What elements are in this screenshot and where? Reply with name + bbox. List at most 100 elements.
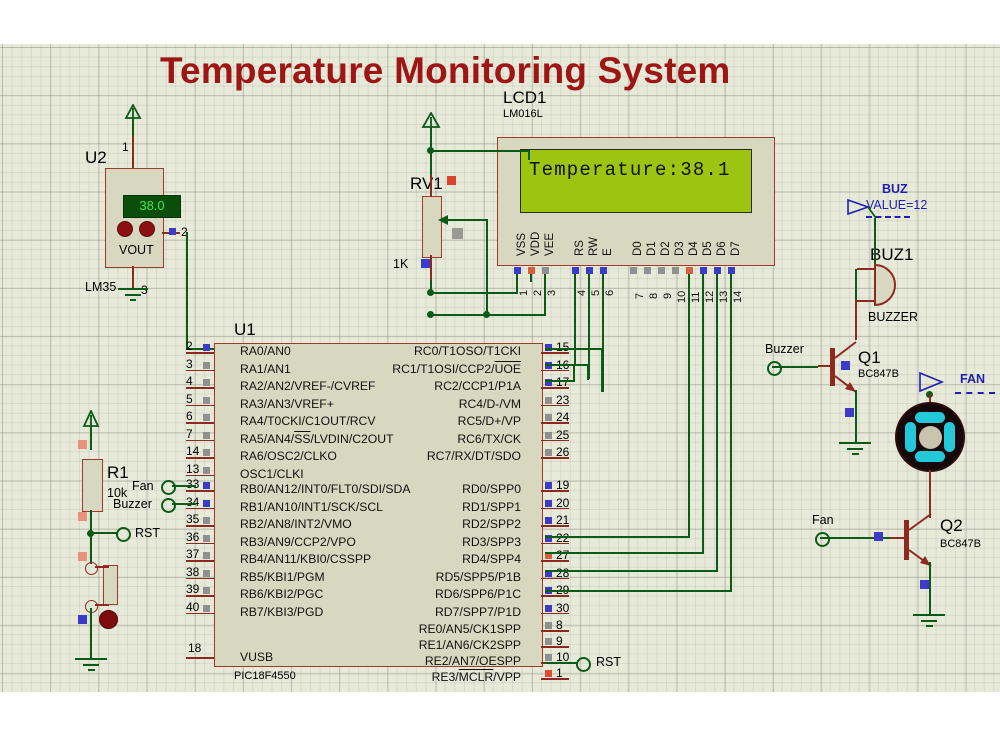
- mcu-pin-marker-24[interactable]: [545, 414, 552, 421]
- lcd-pin-11[interactable]: [686, 267, 693, 274]
- mcu-pin-marker-10[interactable]: [545, 654, 552, 661]
- terminal-fan-left[interactable]: [161, 480, 176, 495]
- mcu-pin-marker-33[interactable]: [203, 482, 210, 489]
- transistor-q1-symbol[interactable]: [812, 340, 872, 404]
- mcu-pinlabel-39: RB6/KBI2/PGC: [240, 587, 324, 601]
- mcu-pin-marker-27[interactable]: [545, 552, 552, 559]
- mcu-pinnum-34: 34: [186, 494, 200, 509]
- mcu-pin-marker-35[interactable]: [203, 517, 210, 524]
- lcd-pin-12[interactable]: [700, 267, 707, 274]
- lcd-pin-5[interactable]: [586, 267, 593, 274]
- reset-button-knob[interactable]: [99, 610, 118, 629]
- mcu-pin-marker-30[interactable]: [545, 604, 552, 612]
- wire-reset-down: [90, 534, 92, 564]
- pot-handle[interactable]: [452, 228, 463, 239]
- mcu-pin-marker-39[interactable]: [203, 587, 210, 594]
- mcu-pinlabel-37: RB4/AN11/KBI0/CSSPP: [240, 552, 372, 566]
- mcu-pin-marker-20[interactable]: [545, 499, 552, 507]
- pic18f4550-body[interactable]: [214, 343, 543, 667]
- mcu-pin-marker-19[interactable]: [545, 482, 552, 489]
- mcu-pin-marker-13[interactable]: [203, 466, 210, 474]
- mcu-pinnum-25: 25: [556, 427, 570, 442]
- mcu-pin-marker-37[interactable]: [203, 552, 210, 559]
- terminal-fan-left-label: Fan: [132, 479, 154, 493]
- lcd-display-text: Temperature:38.1: [529, 159, 731, 181]
- transistor-q2-symbol[interactable]: [886, 510, 946, 578]
- lcd-pin-9[interactable]: [658, 267, 665, 274]
- mcu-pin-marker-17[interactable]: [545, 379, 552, 386]
- terminal-rst-right[interactable]: [576, 657, 591, 672]
- mcu-pinline-27: [541, 560, 569, 562]
- mcu-pinlabel-28: RD5/SPP5/P1B: [435, 569, 521, 584]
- mcu-pin-marker-14[interactable]: [203, 449, 210, 456]
- lm35-decrement-button[interactable]: [117, 221, 133, 237]
- mcu-pin-marker-40[interactable]: [203, 604, 210, 612]
- lm35-increment-button[interactable]: [139, 221, 155, 237]
- lcd-pinlabel-d3: D3: [674, 241, 686, 256]
- mcu-pin-marker-2[interactable]: [203, 344, 210, 351]
- mcu-pin-marker-26[interactable]: [545, 449, 552, 456]
- lcd-pin-2[interactable]: [528, 267, 535, 274]
- mcu-pin-marker-36[interactable]: [203, 534, 210, 542]
- mcu-pin-marker-1[interactable]: [545, 670, 552, 677]
- mcu-pin-marker-28[interactable]: [545, 569, 552, 577]
- mcu-pin-marker-15[interactable]: [545, 344, 552, 351]
- terminal-buzzer-left[interactable]: [161, 498, 176, 513]
- mcu-pin-marker-21[interactable]: [545, 517, 552, 524]
- mcu-pinnum-39: 39: [186, 582, 200, 596]
- lcd-pin-10[interactable]: [672, 267, 679, 274]
- push-button-body[interactable]: [103, 565, 118, 605]
- lcd-pin-8[interactable]: [644, 267, 651, 274]
- mcu-pinnum-7: 7: [186, 426, 193, 441]
- mcu-pinlabel-16: RC1/T1OSI/CCP2/UOE: [392, 361, 521, 376]
- mcu-pin-marker-38[interactable]: [203, 569, 210, 577]
- mcu-pin-marker-22[interactable]: [545, 534, 552, 542]
- mcu-pin-marker-34[interactable]: [203, 499, 210, 507]
- terminal-rst-left[interactable]: [116, 527, 131, 542]
- mcu-pin-marker-9[interactable]: [545, 638, 552, 645]
- probe-marker-fan-icon: [919, 371, 945, 393]
- lcd-pin-4[interactable]: [572, 267, 579, 274]
- wire-rc0-v: [601, 348, 603, 392]
- wire-fan-top: [929, 394, 931, 406]
- lcd-pinnum-12: 12: [704, 290, 716, 303]
- mcu-pinline-25: [541, 439, 569, 442]
- mcu-pin-marker-23[interactable]: [545, 396, 552, 404]
- lcd-pin-14[interactable]: [728, 267, 735, 274]
- lcd-pin-13[interactable]: [714, 267, 721, 274]
- reset-marker: [78, 552, 87, 561]
- mcu-pinlabel-2: RA0/AN0: [240, 344, 291, 358]
- sensor-part-label: LM35: [85, 280, 117, 294]
- mcu-pin-marker-3[interactable]: [203, 361, 210, 369]
- r1-top-marker: [78, 440, 87, 449]
- mcu-pinlabel-3: RA1/AN1: [240, 361, 291, 376]
- mcu-pin-marker-4[interactable]: [203, 379, 210, 386]
- lcd-pin-3[interactable]: [542, 267, 549, 274]
- mcu-pin-marker-25[interactable]: [545, 431, 552, 439]
- fan-motor-symbol[interactable]: [897, 404, 963, 470]
- mcu-pin-marker-6[interactable]: [203, 414, 210, 421]
- mcu-pinlabel-35: RB2/AN8/INT2/VMO: [240, 517, 352, 531]
- lm35-sensor-body[interactable]: 38.0 VOUT: [105, 168, 181, 268]
- mcu-pinnum-19: 19: [556, 478, 570, 492]
- wire-lcd-6: [602, 274, 604, 392]
- lcd-pin-6[interactable]: [600, 267, 607, 274]
- buzzer-symbol-icon[interactable]: [855, 262, 913, 308]
- mcu-pinlabel-20: RD1/SPP1: [462, 499, 521, 514]
- buzzer-probe-underline: [866, 216, 910, 218]
- sensor-pin-2[interactable]: [169, 228, 176, 235]
- q1-emitter-marker: [845, 408, 854, 417]
- mcu-pinlabel-5: RA3/AN3/VREF+: [240, 396, 334, 411]
- terminal-buzzer-right[interactable]: [767, 361, 782, 376]
- lcd-module[interactable]: Temperature:38.1 VSS VDD VEE RS RW E D0 …: [497, 137, 775, 266]
- terminal-fan-right[interactable]: [815, 532, 830, 547]
- mcu-pin-marker-5[interactable]: [203, 396, 210, 404]
- lm35-value-display: 38.0: [123, 195, 181, 218]
- mcu-pin-marker-8[interactable]: [545, 622, 552, 629]
- potentiometer-rv1[interactable]: [422, 196, 442, 258]
- mcu-pin-marker-7[interactable]: [203, 431, 210, 439]
- lcd-pin-1[interactable]: [514, 267, 521, 274]
- lcd-pin-7[interactable]: [630, 267, 637, 274]
- resistor-r1[interactable]: [82, 459, 103, 512]
- sensor-pinnum-1: 1: [122, 140, 129, 154]
